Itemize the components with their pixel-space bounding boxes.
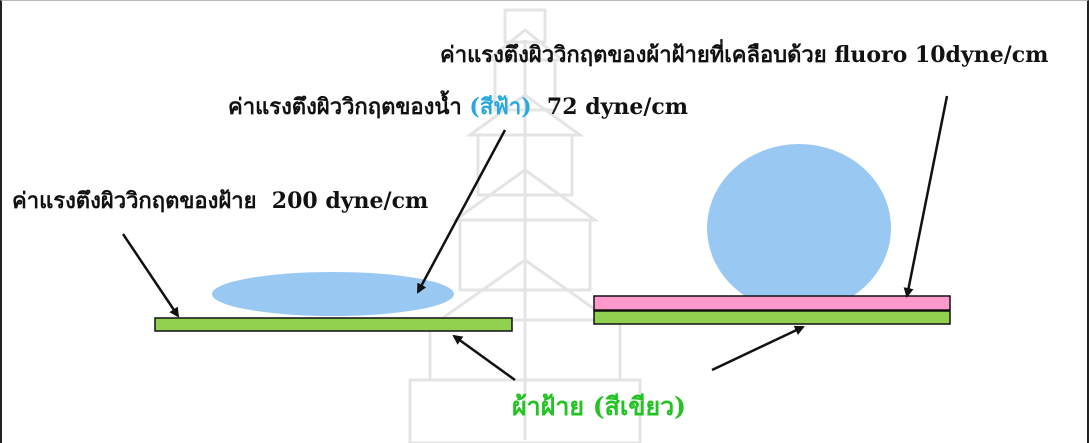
label-cotton-tension: ค่าแรงตึงผิววิกฤตของฝ้าย 200 dyne/cm: [12, 188, 429, 214]
label-water-tension: ค่าแรงตึงผิววิกฤตของน้ำ (สีฟ้า) 72 dyne/…: [228, 96, 688, 118]
arrow-water: [416, 129, 507, 294]
arrow-fabric-right: [711, 325, 805, 372]
water-drop-bead: [707, 144, 891, 312]
label-water-value: 72 dyne/cm: [531, 94, 689, 120]
label-fluoro-tension: ค่าแรงตึงผิววิกฤตของผ้าฝ้ายที่เคลือบด้วย…: [440, 42, 1049, 68]
arrow-fabric-left: [452, 334, 516, 382]
fluoro-layer: [593, 295, 951, 311]
water-drop-spread: [212, 272, 454, 316]
cotton-layer-left: [154, 317, 513, 332]
watermark-emblem: [408, 8, 642, 443]
cotton-layer-right: [593, 310, 951, 325]
label-water-text: ค่าแรงตึงผิววิกฤตของน้ำ: [228, 94, 470, 120]
label-water-color-note: (สีฟ้า): [469, 94, 532, 120]
arrow-fluoro: [903, 95, 949, 298]
label-cotton-fabric: ผ้าฝ้าย (สีเขียว): [512, 392, 686, 421]
arrow-cotton: [121, 233, 180, 318]
